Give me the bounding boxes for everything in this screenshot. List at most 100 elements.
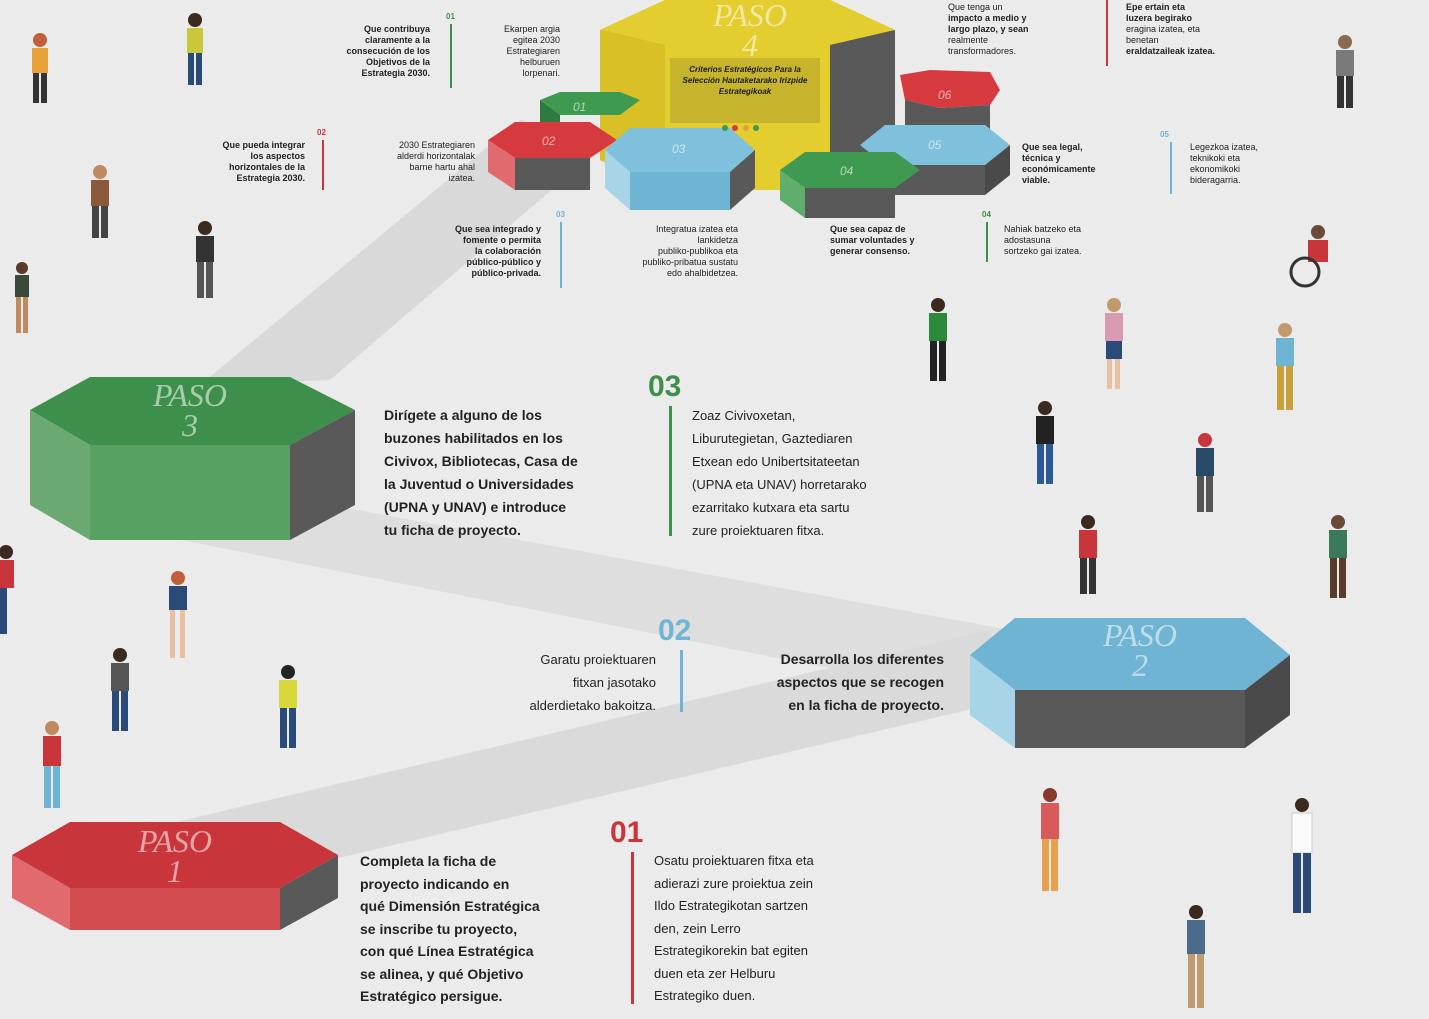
person-figure xyxy=(1336,35,1354,108)
line: económicamente xyxy=(1022,164,1096,174)
traffic-light-dots xyxy=(722,118,760,136)
line: Ildo Estrategikotan sartzen xyxy=(654,898,808,913)
step-3-eu-text: Zoaz Civivoxetan, Liburutegietan, Gazted… xyxy=(692,404,972,542)
criterion-02-divider xyxy=(322,140,324,190)
line: Que pueda integrar xyxy=(222,140,305,150)
line: fomente o permita xyxy=(462,235,541,245)
criterion-02-es: Que pueda integrar los aspectos horizont… xyxy=(160,140,305,184)
line: lankidetza xyxy=(697,235,738,245)
line: Civivox, Bibliotecas, Casa de xyxy=(384,453,578,469)
line: Que sea legal, xyxy=(1022,142,1083,152)
line: eraldatzaileak izatea. xyxy=(1126,46,1216,56)
step-1-eu-text: Osatu proiektuaren fitxa eta adierazi zu… xyxy=(654,850,924,1008)
line: Legezkoa izatea, xyxy=(1190,142,1259,152)
line: Integratua izatea eta xyxy=(655,224,738,234)
line: Que sea capaz de xyxy=(830,224,906,234)
line: zure proiektuaren fitxa. xyxy=(692,523,825,538)
line: la Juventud o Universidades xyxy=(384,476,574,492)
criterion-03-es: Que sea integrado y fomente o permita la… xyxy=(395,224,541,279)
hex-label-01: 01 xyxy=(573,100,587,114)
line: sumar voluntades y xyxy=(830,235,915,245)
hex-label-02: 02 xyxy=(542,134,556,148)
step-1-es-text: Completa la ficha de proyecto indicando … xyxy=(360,850,630,1008)
criterion-02-eu: 2030 Estrategiaren alderdi horizontalak … xyxy=(330,140,475,184)
criterion-04-es: Que sea capaz de sumar voluntades y gene… xyxy=(830,224,980,257)
criterion-04-eu: Nahiak batzeko eta adostasuna sortzeko g… xyxy=(1004,224,1154,257)
hex-label-04: 04 xyxy=(840,164,854,178)
line: ezarritako kutxara eta sartu xyxy=(692,500,850,515)
criteria-center-text: Criterios Estratégicos Para la Selección… xyxy=(682,65,808,96)
line: edo ahalbidetzea. xyxy=(666,268,738,278)
paso-1-prism xyxy=(12,822,338,930)
line: fitxan jasotako xyxy=(572,675,656,690)
line: se inscribe tu proyecto, xyxy=(360,920,518,937)
line: bideragarria. xyxy=(1190,175,1241,185)
criterion-03-eu: Integratua izatea eta lankidetza publiko… xyxy=(568,224,738,279)
person-figure xyxy=(1079,515,1097,594)
person-figure xyxy=(187,13,203,85)
person-figure xyxy=(1329,515,1347,598)
light-beam-3-4 xyxy=(200,120,610,385)
line: Garatu proiektuaren xyxy=(540,652,656,667)
person-figure xyxy=(1187,905,1205,1008)
line: Estrategiko duen. xyxy=(654,988,756,1003)
hex-label-06: 06 xyxy=(938,88,952,102)
line: den, zein Lerro xyxy=(654,920,741,936)
line: generar consenso. xyxy=(830,246,911,256)
line: viable. xyxy=(1022,175,1051,185)
step-2-number: 02 xyxy=(658,614,692,647)
line: consecución de los xyxy=(346,46,430,56)
criterion-02-number: 02 xyxy=(317,128,326,137)
line: largo plazo, y sean xyxy=(948,24,1029,34)
line: buzones habilitados en los xyxy=(384,430,563,446)
line: aspectos que se recogen xyxy=(776,674,944,690)
light-beam-2-3 xyxy=(80,505,1010,700)
hex-03 xyxy=(605,128,755,210)
line: qué Dimensión Estratégica xyxy=(360,898,540,914)
person-figure xyxy=(169,571,187,658)
person-figure xyxy=(1289,225,1328,288)
line: adierazi zure proiektua zein xyxy=(654,875,813,891)
line: transformadores. xyxy=(948,46,1017,56)
line: lorpenari. xyxy=(522,68,560,78)
line: benetan xyxy=(1126,35,1159,45)
line: egitea 2030 xyxy=(512,35,560,45)
criterion-01-divider xyxy=(450,24,452,88)
person-figure xyxy=(1105,298,1123,389)
line: ekonomikoki xyxy=(1190,164,1241,174)
person-figure xyxy=(1196,433,1214,512)
line: horizontales de la xyxy=(228,162,305,172)
criterion-06-eu: Epe ertain eta luzera begirako eragina i… xyxy=(1126,2,1276,57)
step-3-es-text: Dirígete a alguno de los buzones habilit… xyxy=(384,404,664,542)
line: barne hartu ahal xyxy=(409,162,475,172)
line: público-privada. xyxy=(471,268,541,278)
people-figures xyxy=(0,13,1354,1008)
person-figure xyxy=(43,721,61,808)
person-figure xyxy=(15,262,29,333)
line: Estratégico persigue. xyxy=(360,988,503,1004)
person-figure xyxy=(91,165,109,238)
line: Estrategia 2030. xyxy=(236,173,305,183)
criterion-05-es: Que sea legal, técnica y económicamente … xyxy=(1022,142,1162,186)
line: Que tenga un xyxy=(948,2,1003,12)
paso-4-label: PASO 4 xyxy=(690,0,810,61)
criterion-01-number: 01 xyxy=(446,12,455,21)
line: teknikoki eta xyxy=(1190,153,1241,163)
criterion-06-divider xyxy=(1106,0,1108,66)
line: 2030 Estrategiaren xyxy=(398,140,475,150)
paso-1-label: PASO 1 xyxy=(100,823,250,887)
line: alderdi horizontalak xyxy=(396,151,475,161)
line: público-público y xyxy=(466,257,542,267)
step-2-divider xyxy=(680,650,683,712)
line: Estrategikorekin bat egiten xyxy=(654,943,808,958)
line: proyecto indicando en xyxy=(360,875,510,892)
line: publiko-pribatua sustatu xyxy=(642,257,738,267)
person-figure xyxy=(929,298,947,381)
criterion-03-number: 03 xyxy=(556,210,565,219)
step-1-number: 01 xyxy=(610,816,644,849)
line: Que sea integrado y xyxy=(454,224,541,234)
paso-word: PASO xyxy=(137,823,213,859)
line: adostasuna xyxy=(1004,235,1051,245)
line: Dirígete a alguno de los xyxy=(384,407,542,423)
line: duen eta zer Helburu xyxy=(654,965,776,981)
